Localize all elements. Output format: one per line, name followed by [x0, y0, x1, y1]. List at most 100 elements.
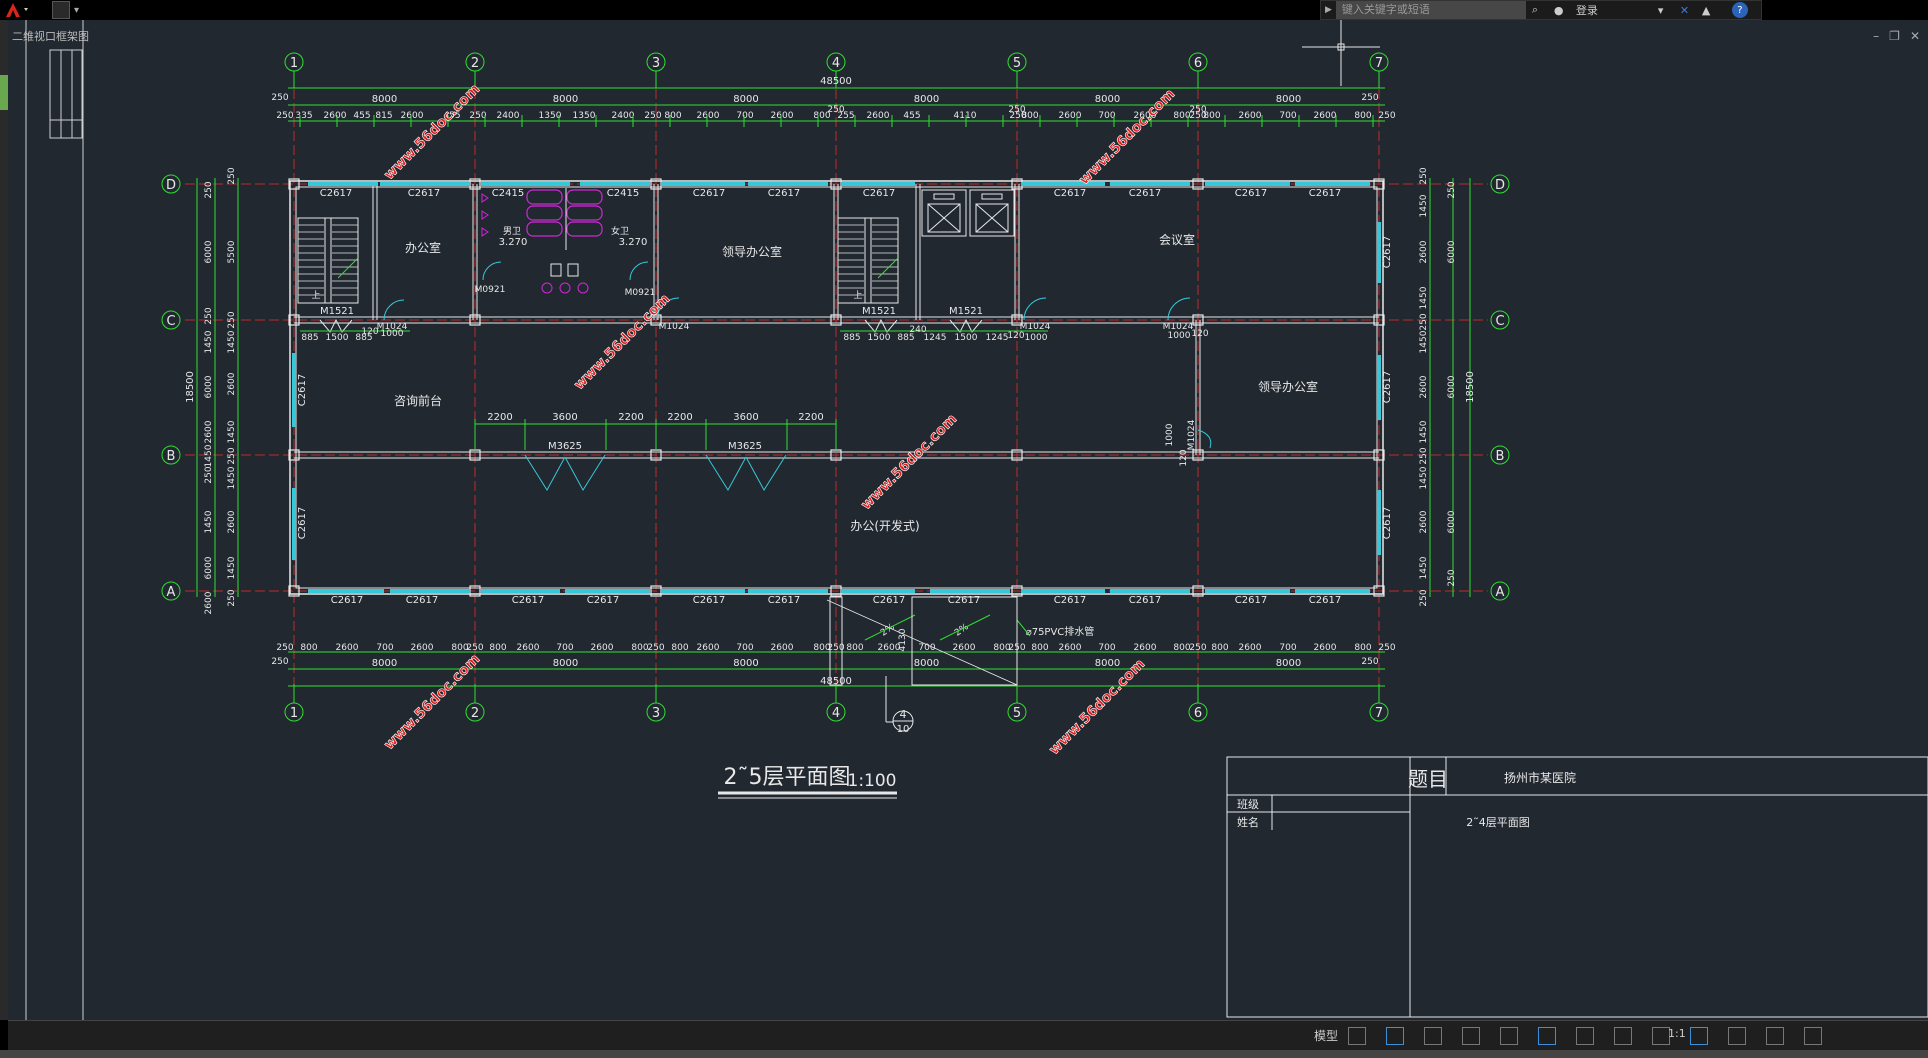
- dim-text: 700: [1279, 111, 1296, 121]
- titleblock-class-label: 班级: [1237, 798, 1259, 811]
- restore-icon[interactable]: ❐: [1889, 29, 1900, 43]
- hardware-icon[interactable]: [1690, 1027, 1708, 1045]
- column: [1192, 314, 1204, 326]
- dim-text: 800: [631, 643, 648, 653]
- dim-text: 6000: [204, 375, 214, 398]
- autocad-logo-icon[interactable]: [4, 1, 30, 19]
- dim-text: 1245: [924, 333, 947, 343]
- stair-outline: [826, 599, 1018, 686]
- dim-text: 48500: [820, 76, 852, 87]
- dim-text: 1000: [1025, 333, 1048, 343]
- osnap-icon[interactable]: [1500, 1027, 1518, 1045]
- chevron-down-icon[interactable]: ▾: [74, 4, 80, 16]
- dim-text: 8000: [914, 94, 939, 105]
- polar-icon[interactable]: [1462, 1027, 1480, 1045]
- dim-text: 2600: [697, 643, 720, 653]
- dim-text: 700: [556, 643, 573, 653]
- close-icon[interactable]: ✕: [1909, 29, 1920, 43]
- dim-text: 6000: [204, 240, 214, 263]
- isolate-icon[interactable]: [1728, 1027, 1746, 1045]
- grid-letter: C: [1495, 314, 1504, 329]
- elevator-car: [927, 203, 961, 233]
- scale-label[interactable]: 1:1: [1668, 1027, 1686, 1040]
- grid-number: 3: [652, 56, 660, 71]
- snap-icon[interactable]: [1386, 1027, 1404, 1045]
- exchange-icon[interactable]: ✕: [1679, 3, 1690, 17]
- dim-text: 800: [1354, 111, 1371, 121]
- window-top: [1110, 182, 1190, 186]
- column: [288, 585, 300, 597]
- column: [288, 449, 300, 461]
- dim-text: 2200: [798, 412, 823, 423]
- door-label: M0921: [475, 285, 506, 295]
- fullscreen-icon[interactable]: [1766, 1027, 1784, 1045]
- dim-text: 800: [1203, 111, 1220, 121]
- dim-text: 885: [355, 333, 372, 343]
- dim-text: 1000: [1168, 331, 1191, 341]
- elevator-shaft: [969, 189, 1015, 237]
- elevator-x: [975, 203, 1009, 233]
- dim-text: 800: [1211, 643, 1228, 653]
- door-swing: [482, 261, 502, 281]
- dim-text: 700: [376, 643, 393, 653]
- a360-icon[interactable]: ▲: [1701, 3, 1711, 17]
- dim-text: 250: [271, 657, 288, 667]
- dim-text: 250: [1419, 167, 1429, 184]
- binoculars-icon[interactable]: ⌕: [1531, 3, 1539, 16]
- grid-icon[interactable]: [1348, 1027, 1366, 1045]
- help-icon[interactable]: ?: [1731, 2, 1748, 18]
- dim-text: 2600: [867, 111, 890, 121]
- expand-arrow-icon[interactable]: ▶: [1325, 5, 1332, 15]
- login-dropdown-icon[interactable]: ▾: [1657, 3, 1664, 17]
- window-label: C2617: [297, 507, 308, 539]
- dim-text: 120: [361, 327, 378, 337]
- grid-letter: D: [1495, 178, 1505, 193]
- dim-text: 1000: [381, 329, 404, 339]
- dim-text: 2600: [1419, 375, 1429, 398]
- model-tab[interactable]: 模型: [1314, 1029, 1339, 1043]
- dim-text: 1450: [227, 420, 237, 443]
- watermark: www.56doc.com: [571, 291, 673, 393]
- dim-text: 250: [227, 167, 237, 184]
- save-icon[interactable]: [52, 1, 70, 19]
- dim-text: 250: [1009, 111, 1026, 121]
- dim-text: 250: [227, 447, 237, 464]
- double-door-small: [949, 318, 983, 333]
- workspace-icon[interactable]: [1652, 1027, 1670, 1045]
- grid-bubble: [1490, 174, 1510, 194]
- otrack-icon[interactable]: [1538, 1027, 1556, 1045]
- dim-text: 1500: [955, 333, 978, 343]
- dim-text: 2600: [591, 643, 614, 653]
- search-input[interactable]: 键入关键字或短语: [1335, 1, 1526, 19]
- window-bottom: [1022, 589, 1105, 593]
- search-area: ▶ 键入关键字或短语 ⌕ ● 登录 ▾ ✕ ▲ ?: [1320, 0, 1762, 20]
- user-icon[interactable]: ●: [1553, 3, 1564, 17]
- window-label: C2617: [406, 595, 438, 606]
- ortho-icon[interactable]: [1424, 1027, 1442, 1045]
- door-label: M1521: [320, 306, 354, 317]
- customize-icon[interactable]: [1804, 1027, 1822, 1045]
- section-callout-top: 4: [900, 708, 907, 721]
- dim-text: 700: [736, 111, 753, 121]
- room-name: 咨询前台: [394, 393, 442, 408]
- viewport-caption[interactable]: 二维视口框架图: [12, 30, 89, 43]
- stair-up-label: 上: [311, 290, 320, 301]
- minimize-icon[interactable]: –: [1873, 29, 1880, 43]
- mop-sink: [567, 263, 579, 277]
- column: [1192, 585, 1204, 597]
- door-swing: [383, 299, 405, 321]
- lineweight-icon[interactable]: [1576, 1027, 1594, 1045]
- dim-text: 250: [647, 643, 664, 653]
- annotation-icon[interactable]: [1614, 1027, 1632, 1045]
- login-button[interactable]: 登录: [1575, 4, 1598, 17]
- dim-text: 800: [451, 643, 468, 653]
- grid-letter: B: [167, 449, 176, 464]
- dim-text: 800: [1173, 643, 1190, 653]
- dim-text: 2600: [204, 420, 214, 443]
- dim-text: 1450: [204, 510, 214, 533]
- door-label: M1024: [659, 322, 690, 332]
- dim-text: 8000: [1095, 94, 1120, 105]
- dim-text: 1500: [326, 333, 349, 343]
- dim-text: 1450: [1419, 330, 1429, 353]
- dim-text: 2600: [324, 111, 347, 121]
